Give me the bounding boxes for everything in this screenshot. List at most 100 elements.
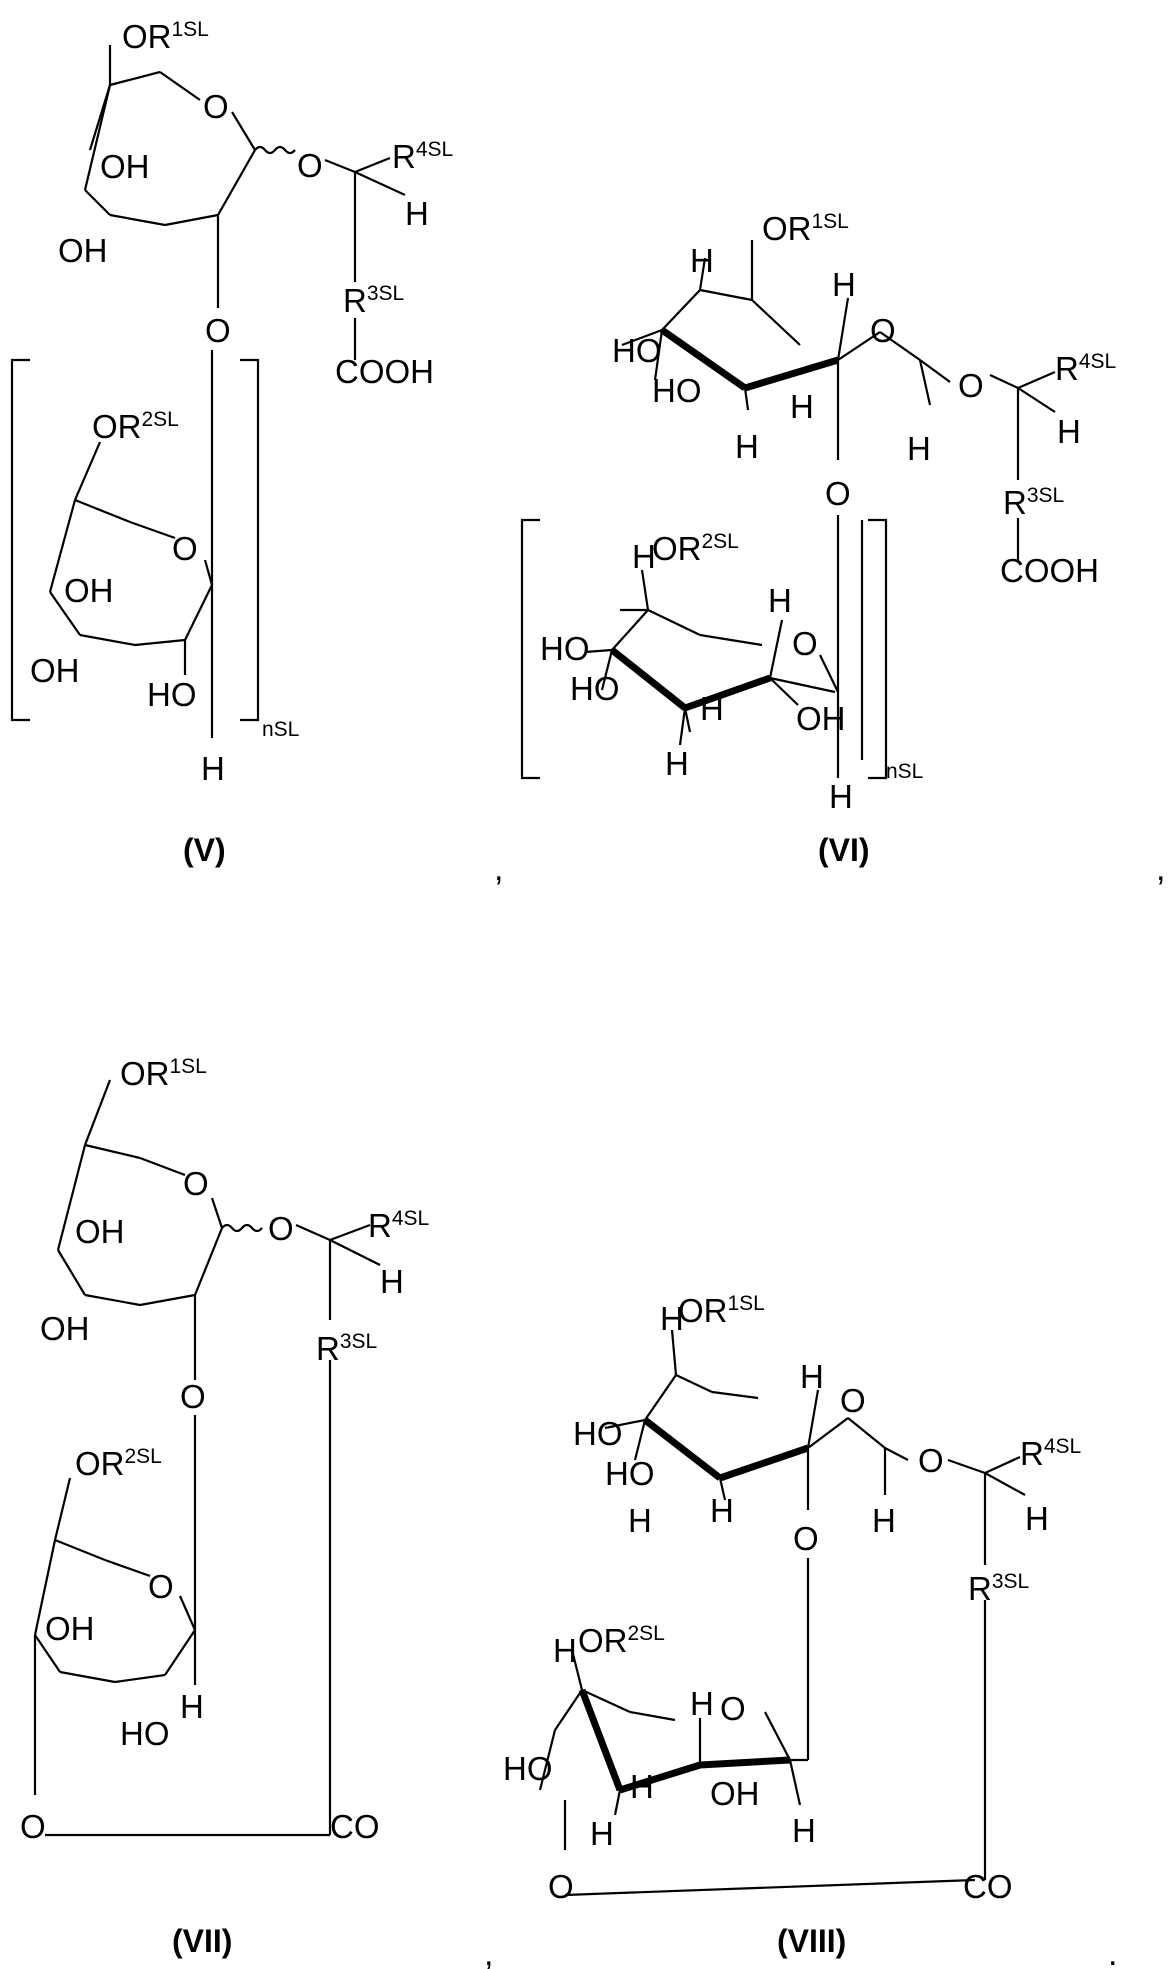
viii-bottom-h-1: H xyxy=(690,1685,714,1722)
vi-carboxylic-acid: COOH xyxy=(1000,552,1099,589)
v-substituent-or1: OR1SL xyxy=(122,18,209,55)
v-bottom-hydroxyl-3: HO xyxy=(147,676,197,713)
vi-h-3: H xyxy=(790,388,814,425)
v-link-oxygen: O xyxy=(205,312,231,349)
v-ring-oxygen: O xyxy=(203,88,229,125)
vi-substituent-or2: OR2SL xyxy=(652,530,739,567)
vi-bottom-ring-oxygen: O xyxy=(792,625,818,662)
v-bottom-ring-oxygen: O xyxy=(172,530,198,567)
vi-glycosidic-oxygen: O xyxy=(958,367,984,404)
vi-h-2: H xyxy=(832,266,856,303)
vi-bottom-hydroxyl-3: OH xyxy=(796,700,846,737)
viii-bottom-hydroxyl-1: HO xyxy=(503,1750,553,1787)
v-hydroxyl-1: OH xyxy=(100,148,150,185)
vii-ring-oxygen: O xyxy=(183,1165,209,1202)
v-aglycone-bonds xyxy=(325,158,405,360)
v-repeat-subscript: nSL xyxy=(262,718,299,741)
vii-bottom-h: H xyxy=(180,1688,204,1725)
viii-h-3: H xyxy=(628,1502,652,1539)
separator-comma-3: , xyxy=(484,1935,493,1969)
vii-bottom-ring-oxygen: O xyxy=(148,1568,174,1605)
vii-ester-carbonyl: CO xyxy=(330,1808,380,1845)
viii-bottom-h-2: H xyxy=(630,1768,654,1805)
vi-hydroxyl-2: HO xyxy=(652,372,702,409)
vii-glycosidic-oxygen: O xyxy=(268,1210,294,1247)
viii-bottom-h-3: H xyxy=(590,1815,614,1852)
vi-repeat-subscript: nSL xyxy=(886,760,923,783)
vii-substituent-or1: OR1SL xyxy=(120,1055,207,1092)
viii-bottom-hydroxyl-2: OH xyxy=(710,1775,760,1812)
vii-r4: R4SL xyxy=(368,1207,429,1244)
vi-h-5: H xyxy=(907,430,931,467)
viii-substituent-or2: OR2SL xyxy=(578,1622,665,1659)
vii-aglycone-bonds xyxy=(296,1225,380,1835)
structure-vi: OR1SL O H H HO HO H H H O R4SL H R3SL CO… xyxy=(522,210,1116,868)
viii-ester-oxygen: O xyxy=(548,1868,574,1905)
vii-aglycone-h: H xyxy=(380,1263,404,1300)
vi-r4: R4SL xyxy=(1055,350,1116,387)
vi-bottom-h-3: H xyxy=(665,745,689,782)
v-r3: R3SL xyxy=(343,282,404,319)
structure-v: OR1SL O OH OH O R4SL H R3SL COOH O nSL xyxy=(12,18,453,868)
viii-link-oxygen: O xyxy=(793,1520,819,1557)
v-terminal-h: H xyxy=(201,750,225,787)
v-hydroxyl-2: OH xyxy=(58,232,108,269)
vii-ester-oxygen: O xyxy=(20,1808,46,1845)
viii-caption: (VIII) xyxy=(777,1923,846,1959)
structure-vii: OR1SL O OH OH O R4SL H R3SL O xyxy=(20,1055,429,1959)
vi-h-1: H xyxy=(690,242,714,279)
vi-terminal-h: H xyxy=(829,778,853,815)
v-r4: R4SL xyxy=(392,138,453,175)
v-glycosidic-oxygen: O xyxy=(297,147,323,184)
viii-hydroxyl-2: HO xyxy=(605,1455,655,1492)
separator-comma-2: , xyxy=(1156,850,1165,888)
v-bottom-hydroxyl-1: OH xyxy=(64,572,114,609)
viii-h-1: H xyxy=(800,1358,824,1395)
vi-top-ring-bonds xyxy=(622,240,1018,460)
vi-hydroxyl-1: HO xyxy=(612,332,662,369)
vi-bottom-h-2: H xyxy=(700,690,724,727)
vii-hydroxyl-1: OH xyxy=(75,1213,125,1250)
structure-viii: H OR1SL O H HO HO H H H O R4SL H R3SL O xyxy=(503,1292,1081,1959)
v-substituent-or2: OR2SL xyxy=(92,408,179,445)
viii-bottom-h-sub: H xyxy=(553,1632,577,1669)
viii-r4: R4SL xyxy=(1020,1435,1081,1472)
v-bottom-hydroxyl-2: OH xyxy=(30,652,80,689)
viii-ester-carbonyl: CO xyxy=(963,1868,1013,1905)
viii-h-4: H xyxy=(872,1502,896,1539)
viii-bottom-ring-bonds xyxy=(540,1650,975,1895)
viii-hydroxyl-1: HO xyxy=(573,1415,623,1452)
viii-r3: R3SL xyxy=(968,1570,1029,1607)
viii-substituent-or1: OR1SL xyxy=(678,1292,765,1329)
viii-h-2: H xyxy=(710,1492,734,1529)
vi-aglycone-h: H xyxy=(1057,413,1081,450)
separator-comma-1: , xyxy=(494,850,503,888)
vi-link-oxygen: O xyxy=(825,475,851,512)
viii-bottom-ring-oxygen: O xyxy=(720,1690,746,1727)
vi-bottom-hydroxyl-2: HO xyxy=(570,670,620,707)
vii-bottom-hydroxyl-2: HO xyxy=(120,1715,170,1752)
v-caption: (V) xyxy=(183,832,226,868)
vii-bottom-hydroxyl-1: OH xyxy=(45,1610,95,1647)
separator-period: . xyxy=(1108,1935,1117,1969)
vi-bottom-hydroxyl-1: HO xyxy=(540,630,590,667)
vii-caption: (VII) xyxy=(172,1923,232,1959)
viii-aglycone-bonds xyxy=(948,1457,1025,1880)
vi-aglycone-bonds xyxy=(1018,372,1055,560)
vii-hydroxyl-2: OH xyxy=(40,1310,90,1347)
viii-glycosidic-oxygen: O xyxy=(918,1442,944,1479)
vi-h-4: H xyxy=(735,428,759,465)
v-aglycone-h: H xyxy=(405,195,429,232)
vii-link-oxygen: O xyxy=(180,1378,206,1415)
vii-substituent-or2: OR2SL xyxy=(75,1445,162,1482)
viii-ring-oxygen: O xyxy=(840,1382,866,1419)
vi-bottom-h-1: H xyxy=(768,582,792,619)
vi-substituent-or1: OR1SL xyxy=(762,210,849,247)
viii-aglycone-h: H xyxy=(1025,1500,1049,1537)
viii-bottom-h-4: H xyxy=(792,1812,816,1849)
v-carboxylic-acid: COOH xyxy=(335,353,434,390)
vii-r3: R3SL xyxy=(316,1330,377,1367)
vi-ring-oxygen: O xyxy=(870,312,896,349)
vii-bottom-ring-bonds xyxy=(35,1478,330,1835)
